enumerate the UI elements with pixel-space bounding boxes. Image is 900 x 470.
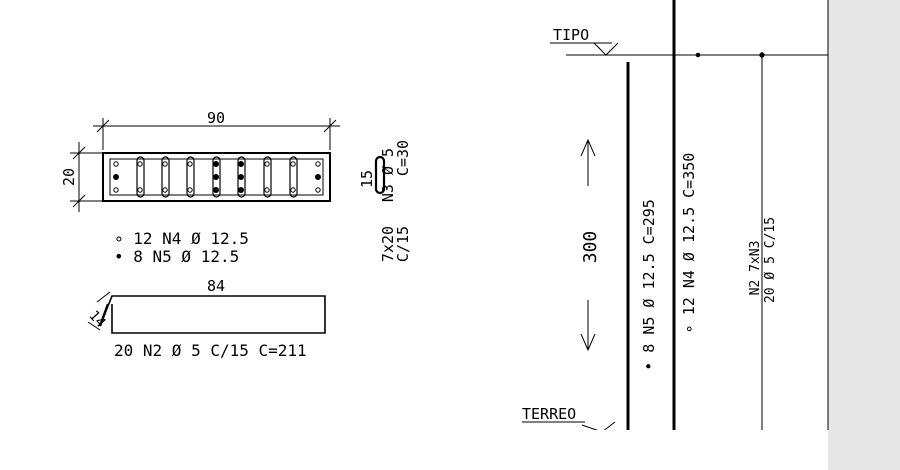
stirrup-label-1: N3 Ø 5 [379, 148, 397, 202]
bent-bar-hook [98, 303, 110, 327]
height-arrow-down-head [580, 333, 596, 352]
level-label-top: TIPO [553, 26, 589, 44]
level-marker-top [593, 42, 619, 56]
level-label-bottom: TERREO [522, 405, 576, 423]
cross-section [70, 118, 340, 212]
side-panel [828, 0, 900, 470]
height-dim-tick-top [72, 146, 86, 160]
stirrup-elev-label-1: N2 7xN3 [748, 241, 763, 296]
node-dot-1 [695, 52, 701, 58]
stirrup-label-4: C/15 [394, 226, 412, 262]
node-dot-2 [759, 52, 765, 58]
width-dim-tick-right [323, 119, 337, 133]
bars-n5 [113, 161, 321, 193]
legend-bars-n5: • 8 N5 Ø 12.5 [114, 247, 239, 266]
bar-n4-label: ∘ 12 N4 Ø 12.5 C=350 [680, 153, 698, 334]
bent-bar-length-dim: 84 [207, 277, 225, 295]
bar-n5-label: • 8 N5 Ø 12.5 C=295 [640, 199, 658, 371]
bottom-strip [0, 430, 828, 470]
bent-bar-shape [99, 295, 326, 334]
legend-bars-n4: ∘ 12 N4 Ø 12.5 [114, 229, 249, 248]
stirrup-label-3: 7x20 [379, 226, 397, 262]
section-width-dim: 90 [207, 109, 225, 127]
section-stirrup [109, 158, 324, 196]
elevation-height-dim: 300 [580, 231, 601, 264]
bent-bar-label: 20 N2 Ø 5 C/15 C=211 [114, 341, 307, 360]
height-dim-tick-bottom [72, 194, 86, 208]
section-outline [102, 152, 331, 202]
stirrup-length-dim: 15 [358, 170, 376, 188]
stirrup-elev-label-2: 20 Ø 5 C/15 [763, 217, 778, 303]
bent-bar-hook-top [96, 291, 111, 303]
width-dim-tick-left [96, 119, 110, 133]
stirrup-detail-shape [374, 155, 386, 195]
section-height-dim: 20 [60, 168, 78, 186]
cross-ties [136, 156, 298, 198]
bent-bar-hook-bottom [87, 321, 101, 331]
bars-n4 [113, 161, 321, 193]
stirrup-label-2: C=30 [394, 140, 412, 176]
height-arrow-up-head [580, 138, 596, 157]
elevation [522, 0, 829, 433]
